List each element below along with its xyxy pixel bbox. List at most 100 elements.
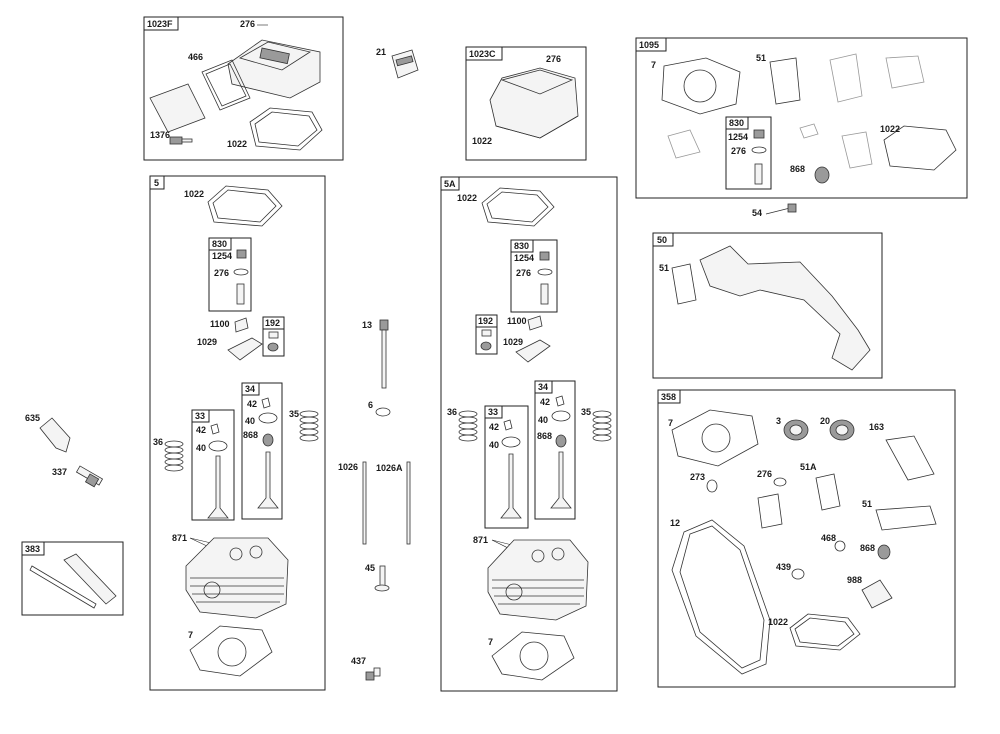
group-5a-label: 5A <box>444 179 456 189</box>
head-gasket-358-part <box>671 409 759 467</box>
breather-gasket-part <box>201 59 251 111</box>
cover-gasket-5a-part <box>481 187 555 227</box>
label-276-c: 276 <box>546 54 561 64</box>
gasket-163-part <box>885 435 935 481</box>
label-466: 466 <box>188 52 203 62</box>
part-45-tappet[interactable]: 45 <box>365 563 390 592</box>
label-54: 54 <box>752 208 762 218</box>
part-13-pushrod-bolt[interactable]: 13 <box>362 319 389 389</box>
exhaust-valve-5-part <box>257 451 279 509</box>
rocker-arm-5-part <box>227 337 263 361</box>
group-383-label: 383 <box>25 544 40 554</box>
spring-35-5-part <box>299 410 319 442</box>
group-1023f-label: 1023F <box>147 19 173 29</box>
label-7-5a: 7 <box>488 637 493 647</box>
group-383[interactable]: 383 <box>21 541 124 616</box>
label-36-5: 36 <box>153 437 163 447</box>
head-gasket-1095-part <box>661 57 741 115</box>
part-437-bolt[interactable]: 437 <box>351 656 381 681</box>
label-12: 12 <box>670 518 680 528</box>
label-1022-358: 1022 <box>768 617 788 627</box>
rocker-arm-5a-part <box>515 339 551 363</box>
label-163: 163 <box>869 422 884 432</box>
label-51-358: 51 <box>862 499 872 509</box>
label-1022-f: 1022 <box>227 139 247 149</box>
cover-gasket-5-part <box>207 185 283 227</box>
cylinder-head-5a-part <box>487 539 589 621</box>
label-36-5a: 36 <box>447 407 457 417</box>
label-1100-5: 1100 <box>210 319 230 329</box>
head-gasket-5-part <box>189 625 273 677</box>
label-1022-c: 1022 <box>472 136 492 146</box>
label-1376: 1376 <box>150 130 170 140</box>
label-273: 273 <box>690 472 705 482</box>
head-gasket-5a-part <box>491 631 575 681</box>
gasket-51a-part <box>815 473 841 511</box>
breather-cover-part <box>149 83 206 133</box>
label-1029-5: 1029 <box>197 337 217 347</box>
plate-988-part <box>861 579 893 609</box>
group-1023f[interactable]: 1023F 276 466 1376 1022 <box>143 16 344 161</box>
label-42-5b: 42 <box>247 399 257 409</box>
label-868-1095: 868 <box>790 164 805 174</box>
spring-36-5a-part <box>458 410 478 442</box>
label-40-5a: 40 <box>196 443 206 453</box>
group-50[interactable]: 50 51 <box>652 232 883 379</box>
label-1100-5a: 1100 <box>507 316 527 326</box>
cover-gasket-part <box>249 107 323 151</box>
spark-plug-wrench-part <box>29 553 117 609</box>
seal-868-part <box>814 166 830 184</box>
group-5[interactable]: 5 1022 830 1254 276 1100 192 1029 34 42 … <box>149 175 326 691</box>
label-276-1095: 276 <box>731 146 746 156</box>
label-1029-5a: 1029 <box>503 337 523 347</box>
label-868-5: 868 <box>243 430 258 440</box>
label-1022-5a: 1022 <box>457 193 477 203</box>
subgroup-34-5-label: 34 <box>245 384 255 394</box>
label-35-5: 35 <box>289 409 299 419</box>
group-1023c[interactable]: 1023C 276 1022 <box>465 46 587 161</box>
label-868-5a: 868 <box>537 431 552 441</box>
label-1026: 1026 <box>338 462 358 472</box>
label-468: 468 <box>821 533 836 543</box>
oil-seal-20-part <box>829 419 855 441</box>
spark-plug-part <box>75 465 104 488</box>
spark-plug-assembly[interactable]: 635 337 <box>25 413 104 488</box>
oil-seal-3-part <box>783 419 809 441</box>
subgroup-192-5-label: 192 <box>265 318 280 328</box>
part-6-washer[interactable]: 6 <box>368 400 391 417</box>
group-358[interactable]: 358 7 3 20 163 273 276 51A 51 12 468 <box>657 389 956 688</box>
label-13: 13 <box>362 320 372 330</box>
label-276-358: 276 <box>757 469 772 479</box>
part-54-bolt[interactable]: 54 <box>752 203 797 218</box>
label-51a: 51A <box>800 462 817 472</box>
subgroup-33-5-label: 33 <box>195 411 205 421</box>
label-871-5: 871 <box>172 533 187 543</box>
label-40-5aa: 40 <box>489 440 499 450</box>
gasket-51-50-part <box>671 263 697 305</box>
label-51-50: 51 <box>659 263 669 273</box>
subgroup-830-5-label: 830 <box>212 239 227 249</box>
group-358-label: 358 <box>661 392 676 402</box>
label-1022-5: 1022 <box>184 189 204 199</box>
label-1254-5a: 1254 <box>514 253 534 263</box>
label-276-f: 276 <box>240 19 255 29</box>
label-7-358: 7 <box>668 418 673 428</box>
group-1023c-label: 1023C <box>469 49 496 59</box>
group-5a[interactable]: 5A 1022 830 1254 276 192 1100 1029 33 42… <box>440 176 618 692</box>
group-1095[interactable]: 1095 830 7 51 1254 276 868 1022 <box>635 37 968 199</box>
subgroup-34-5a-label: 34 <box>538 382 548 392</box>
part-21-breather-plug[interactable]: 21 <box>376 47 419 79</box>
valve-cover-1023c-part <box>489 67 579 139</box>
part-1026-pushrod[interactable]: 1026 <box>338 461 367 545</box>
label-988: 988 <box>847 575 862 585</box>
spring-35-5a-part <box>592 410 612 442</box>
group-1095-label: 1095 <box>639 40 659 50</box>
label-3: 3 <box>776 416 781 426</box>
label-40-5b: 40 <box>245 416 255 426</box>
label-1026a: 1026A <box>376 463 403 473</box>
crankcase-gasket-12-part <box>671 519 771 675</box>
label-439: 439 <box>776 562 791 572</box>
part-1026a-pushrod[interactable]: 1026A <box>376 461 411 545</box>
label-635: 635 <box>25 413 40 423</box>
